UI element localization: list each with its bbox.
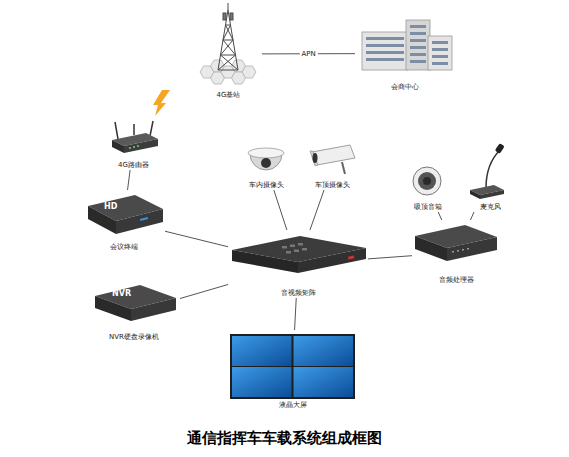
building-icon [362, 20, 452, 70]
connector-line [438, 212, 442, 220]
device-node: 车内摄像头 [240, 142, 292, 190]
node-label: 车顶摄像头 [315, 180, 350, 190]
tower-icon [200, 60, 256, 84]
speaker-icon [413, 167, 441, 195]
node-label: 液晶大屏 [279, 400, 307, 410]
tower-frame [218, 3, 238, 70]
device-node: 车顶摄像头 [305, 142, 360, 190]
wireless-bolt [153, 90, 170, 116]
device-node: 4G路由器 [105, 118, 162, 170]
device-node: 吸顶音箱 [405, 163, 450, 212]
connector-line [274, 190, 287, 230]
node-label: 音频处理器 [439, 275, 474, 285]
connector-line [180, 284, 228, 298]
connector-line [165, 231, 228, 247]
bullet-camera-icon [310, 145, 355, 174]
device-node: 音视频矩阵 [228, 230, 368, 298]
node-label: 会商中心 [391, 82, 419, 92]
matrix-icon [232, 236, 366, 273]
router-icon [112, 121, 158, 153]
video-wall-icon [230, 334, 355, 399]
device-node: NVR硬盘录像机 [88, 282, 180, 342]
node-label: 车内摄像头 [249, 180, 284, 190]
device-node: 会议终端 [82, 190, 165, 252]
connector-line [295, 298, 297, 330]
device-node: 液晶大屏 [226, 330, 359, 410]
node-label: NVR硬盘录像机 [109, 332, 159, 342]
device-marking: HD [104, 202, 117, 211]
edge-label: APN [299, 49, 317, 58]
device-node: 会商中心 [355, 15, 455, 92]
device-node: 麦克风 [465, 140, 515, 212]
connector-line [310, 190, 324, 230]
node-label: 麦克风 [480, 202, 501, 212]
figure-caption: 通信指挥车车载系统组成框图 [0, 428, 569, 448]
nvr-icon [95, 285, 176, 321]
node-label: 4G路由器 [118, 160, 149, 170]
device-node: 音频处理器 [412, 220, 500, 285]
node-label: 4G基站 [217, 90, 241, 100]
audio-processor-icon [415, 225, 497, 261]
device-marking: NVR [112, 289, 131, 298]
connector-line [128, 170, 131, 190]
conference-terminal-icon [88, 195, 163, 234]
dome-camera-icon [248, 148, 284, 170]
connector-line [368, 256, 412, 259]
microphone-icon [470, 143, 505, 199]
node-label: 音视频矩阵 [281, 288, 316, 298]
device-node: 4G基站 [195, 8, 262, 100]
connector-line [470, 212, 474, 220]
node-label: 会议终端 [110, 242, 138, 252]
node-label: 吸顶音箱 [414, 202, 442, 212]
